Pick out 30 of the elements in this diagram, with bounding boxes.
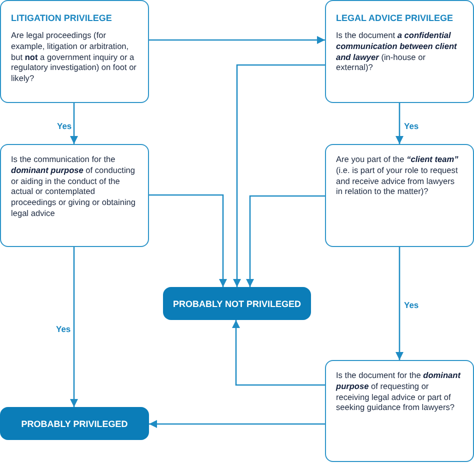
arrow bbox=[232, 320, 325, 386]
edge-label: Yes bbox=[56, 121, 73, 131]
edge-label: Yes bbox=[55, 324, 72, 334]
question-text: Are you part of the “client team” (i.e. is part of your role to request and receive advice from lawyers in relation to the matter)? bbox=[336, 154, 460, 198]
arrow bbox=[396, 247, 404, 360]
edge-label: Yes bbox=[403, 300, 420, 310]
arrow bbox=[70, 247, 78, 407]
question-text: Is the document for the dominant purpose of requesting or receiving legal advice or part of seeking guidance from lawyers? bbox=[336, 370, 462, 414]
outcome-box bbox=[0, 407, 149, 440]
outcome-label: PROBABLY PRIVILEGED bbox=[21, 418, 128, 428]
question-text: Is the communication for the dominant purpose of conducting or aiding in the conduct of the actual or contemplated proceedings or giving or obtaining legal advice bbox=[11, 154, 137, 219]
arrow bbox=[233, 64, 325, 287]
arrow bbox=[149, 194, 227, 287]
question-box bbox=[0, 144, 149, 247]
arrow bbox=[246, 195, 325, 287]
section-heading: LITIGATION PRIVILEGE bbox=[11, 13, 113, 23]
arrow bbox=[149, 420, 325, 428]
question-text: Is the document a confidential communication between client and lawyer (in-house or external)? bbox=[336, 30, 458, 74]
arrow bbox=[70, 103, 78, 144]
question-box bbox=[325, 0, 474, 103]
question-text: Are legal proceedings (for example, litigation or arbitration, but not a government inquiry or a regulatory investigation) on foot or likely? bbox=[11, 30, 138, 84]
arrow bbox=[396, 103, 404, 144]
arrow bbox=[149, 36, 325, 44]
question-box bbox=[325, 144, 474, 247]
section-heading: LEGAL ADVICE PRIVILEGE bbox=[336, 13, 454, 23]
outcome-box bbox=[163, 287, 311, 320]
question-box bbox=[325, 360, 474, 462]
edge-label: Yes bbox=[403, 121, 420, 131]
outcome-label: PROBABLY NOT PRIVILEGED bbox=[172, 298, 302, 308]
question-box bbox=[0, 0, 149, 103]
